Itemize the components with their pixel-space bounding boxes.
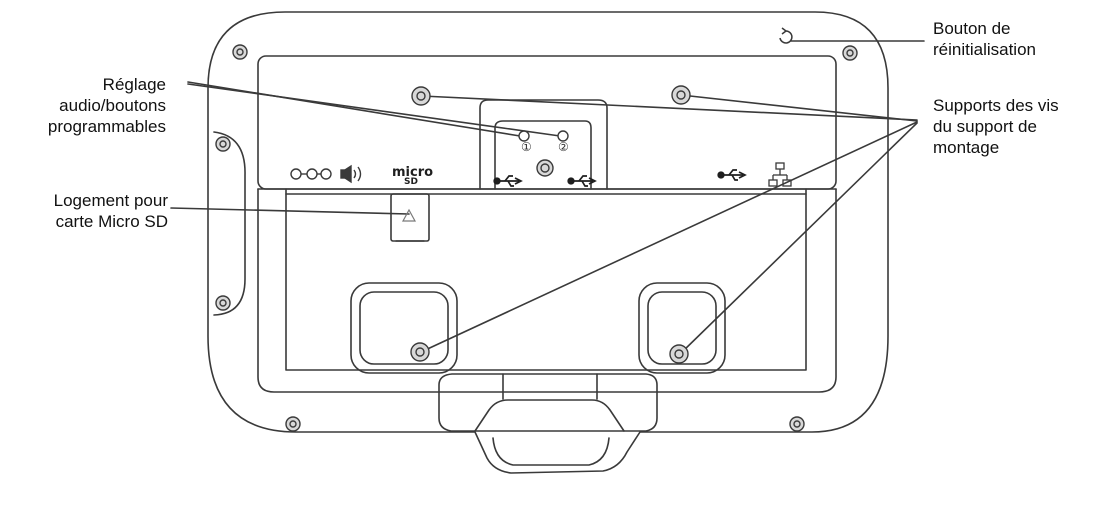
audio-leader-1 [187,81,521,137]
mount-leader-2 [680,94,918,122]
usb-icon [493,169,747,187]
button-number-1: ① [521,140,532,154]
center-port-inner [494,120,592,190]
mount-screw-top-left [411,86,431,106]
corner-screw-bottom-right [789,416,805,432]
corner-screw-top-right [842,45,858,61]
button-number-2: ② [558,140,569,154]
audio-leader-2 [187,83,561,137]
micro-sd-icon: micro SD [392,165,433,187]
mount-screw-top-right [671,85,691,105]
mount-leader-1 [421,95,918,121]
micro-sd-slot-frame [390,193,430,242]
handle-lower [492,437,610,466]
lower-inner-wall [285,188,807,371]
sd-leader [170,207,410,215]
svg-text:SD: SD [404,177,418,187]
device-outer-shell [207,11,889,474]
mount-leader-4 [679,122,918,355]
corner-screw-top-left [232,44,248,60]
svg-text:micro: micro [392,165,433,180]
side-screw-lower-left [215,295,231,311]
micro-sd-slot-label: Logement pour carte Micro SD [53,191,168,231]
handle-grip [474,399,625,432]
mount-leader-3 [420,121,918,353]
right-mount-pocket [638,282,726,374]
micro-sd-card-icon [401,208,417,222]
corner-screw-bottom-left [285,416,301,432]
mount-screws-label: Supports des vis du support de montage [933,96,1059,157]
side-bumper [213,131,246,316]
handle-top [438,373,658,432]
reset-icon[interactable] [779,27,793,44]
programmable-button-2[interactable] [557,130,569,142]
mount-screw-bottom-left [410,342,430,362]
reset-button-label: Bouton de réinitialisation [933,19,1036,59]
left-mount-pocket-inner [359,291,449,365]
audio-programmable-label: Réglage audio/boutons programmables [47,75,166,136]
programmable-button-1[interactable] [518,130,530,142]
network-icon [768,162,792,187]
inner-lower-panel [257,188,837,393]
center-audio-knob [536,159,554,177]
speaker-icon [340,164,362,184]
mount-screw-bottom-right [669,344,689,364]
dc-power-icon [290,168,332,180]
side-screw-upper-left [215,136,231,152]
left-mount-pocket [350,282,458,374]
right-mount-pocket-inner [647,291,717,365]
